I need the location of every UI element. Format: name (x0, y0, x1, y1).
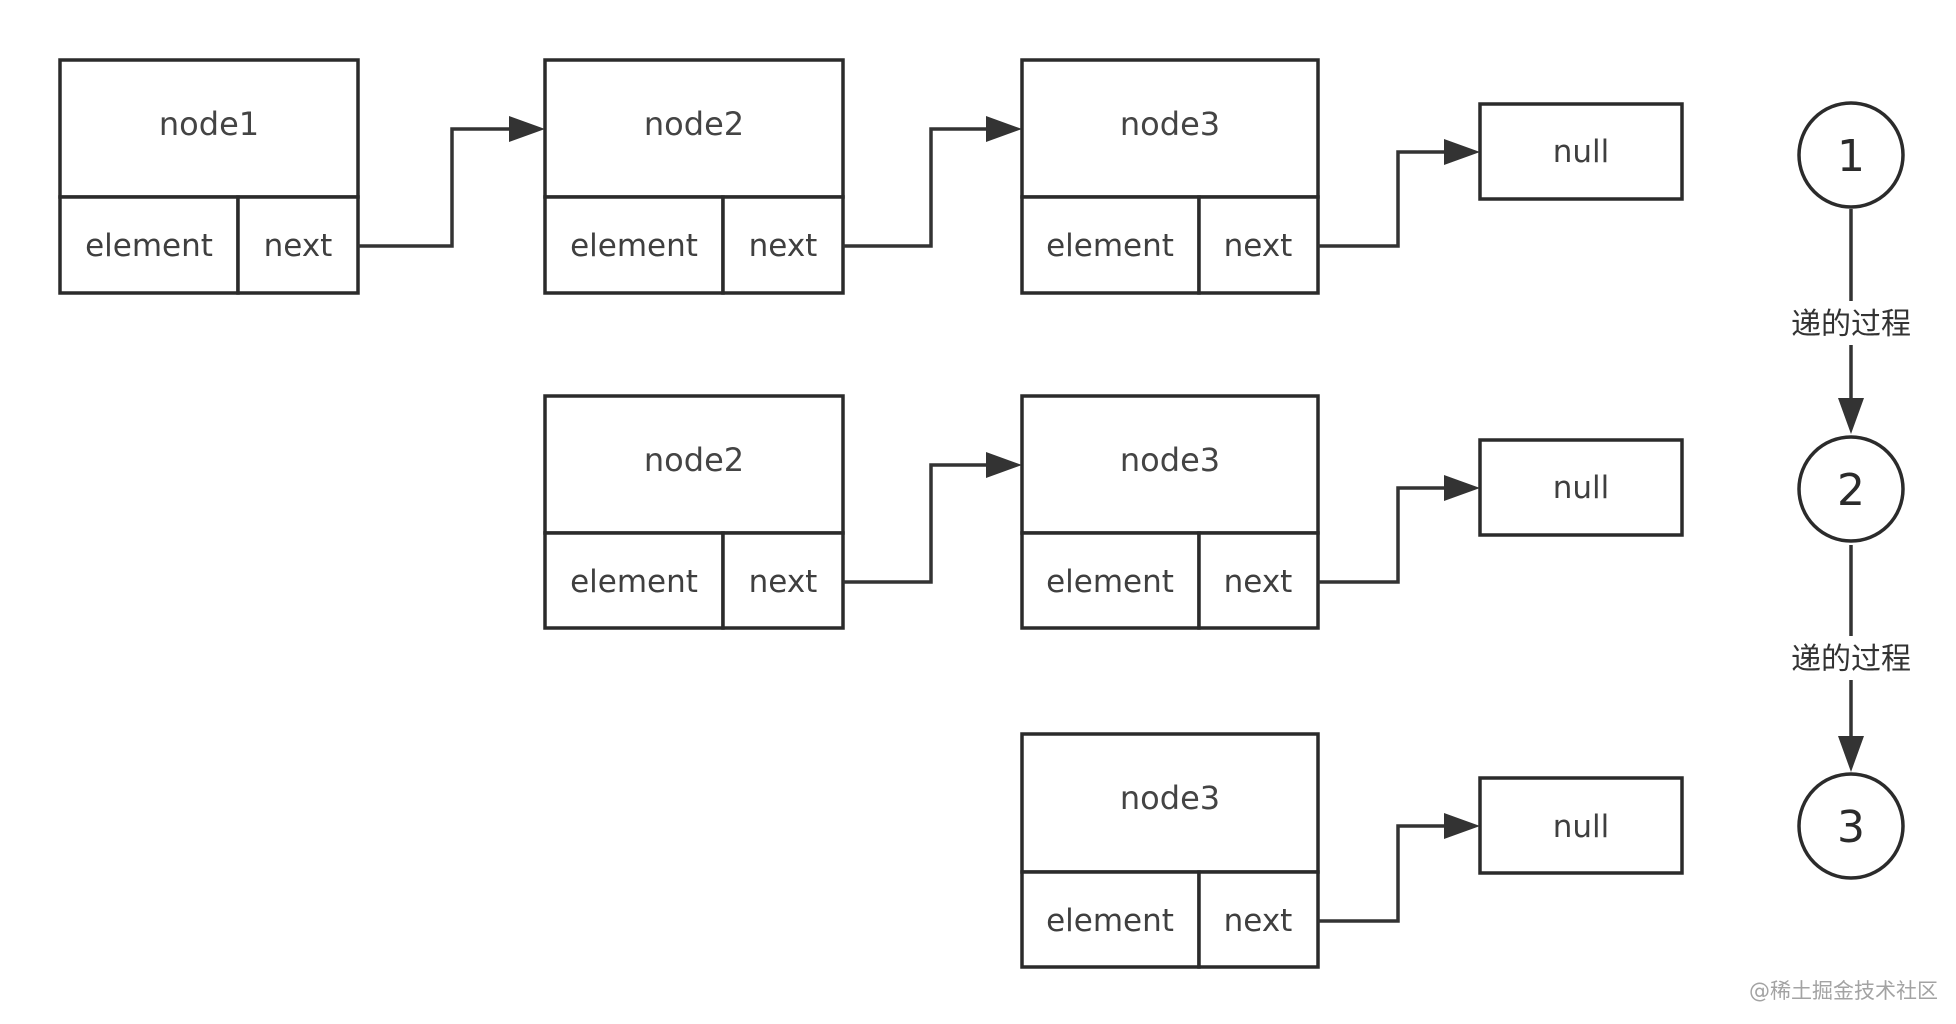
next-label: next (264, 228, 333, 264)
watermark: @稀土掘金技术社区 (1749, 979, 1938, 1003)
element-label: element (570, 228, 698, 264)
transition-label: 递的过程 (1791, 307, 1911, 342)
arrowhead (509, 116, 545, 142)
next-cell (1197, 870, 1320, 969)
next-cell (1197, 531, 1320, 630)
next-pointer-arrow (843, 127, 990, 248)
linked-list-row-1: node1 element next node2 element next no… (58, 58, 1684, 295)
node-title-cell (543, 58, 845, 199)
element-cell (1020, 195, 1201, 295)
next-pointer-arrow (843, 463, 990, 584)
next-cell (1197, 195, 1320, 295)
circle-shape (1797, 101, 1905, 209)
next-label: next (1224, 228, 1293, 264)
arrowhead (1838, 398, 1864, 434)
null-terminal: null (1478, 102, 1684, 201)
node-title-cell (543, 394, 845, 535)
circle-shape (1797, 435, 1905, 543)
element-label: element (570, 564, 698, 600)
node-title-cell (58, 58, 360, 199)
next-cell (721, 531, 845, 630)
linked-list-row-3: node3 element next null (1020, 732, 1684, 969)
list-node: node2 element next (543, 58, 845, 295)
transition-label: 递的过程 (1791, 642, 1911, 677)
element-label: element (1046, 903, 1174, 939)
element-label: element (85, 228, 213, 264)
null-label: null (1553, 809, 1610, 845)
null-box (1478, 438, 1684, 537)
next-pointer-arrow (358, 127, 512, 248)
linked-list-row-2: node2 element next node3 element next nu… (543, 394, 1684, 630)
element-label: element (1046, 564, 1174, 600)
label-background (1786, 636, 1916, 680)
node-title: node1 (159, 105, 259, 143)
next-pointer-arrow (1318, 824, 1448, 923)
element-cell (543, 195, 725, 295)
next-label: next (1224, 903, 1293, 939)
element-cell (58, 195, 240, 295)
step-circle-3: 3 (1797, 772, 1905, 880)
next-pointer-arrow (1318, 486, 1448, 584)
node-title: node3 (1120, 105, 1220, 143)
next-pointer-arrow (1318, 150, 1448, 248)
node-title: node3 (1120, 441, 1220, 479)
next-label: next (749, 564, 818, 600)
list-node: node3 element next (1020, 732, 1320, 969)
arrowhead (1444, 475, 1480, 501)
next-cell (236, 195, 360, 295)
node-title: node2 (644, 441, 744, 479)
next-label: next (1224, 564, 1293, 600)
circle-shape (1797, 772, 1905, 880)
node-title: node3 (1120, 779, 1220, 817)
element-cell (1020, 870, 1201, 969)
null-label: null (1553, 470, 1610, 506)
step-circle-2: 2 (1797, 435, 1905, 543)
label-background (1786, 301, 1916, 345)
null-terminal: null (1478, 776, 1684, 875)
arrowhead (986, 116, 1022, 142)
step-number: 3 (1837, 802, 1865, 853)
null-box (1478, 776, 1684, 875)
null-label: null (1553, 134, 1610, 170)
null-box (1478, 102, 1684, 201)
list-node: node3 element next (1020, 58, 1320, 295)
list-node: node1 element next (58, 58, 360, 295)
node-title: node2 (644, 105, 744, 143)
null-terminal: null (1478, 438, 1684, 537)
list-node: node3 element next (1020, 394, 1320, 630)
step-circle-1: 1 (1797, 101, 1905, 209)
list-node: node2 element next (543, 394, 845, 630)
step-number: 1 (1837, 131, 1865, 182)
step-number: 2 (1837, 465, 1865, 516)
arrowhead (986, 452, 1022, 478)
node-title-cell (1020, 394, 1320, 535)
element-cell (543, 531, 725, 630)
recursion-steps: 递的过程 递的过程 1 2 3 (1786, 101, 1916, 880)
next-label: next (749, 228, 818, 264)
element-label: element (1046, 228, 1174, 264)
node-title-cell (1020, 732, 1320, 874)
arrowhead (1444, 813, 1480, 839)
next-cell (721, 195, 845, 295)
arrowhead (1444, 139, 1480, 165)
arrowhead (1838, 736, 1864, 772)
